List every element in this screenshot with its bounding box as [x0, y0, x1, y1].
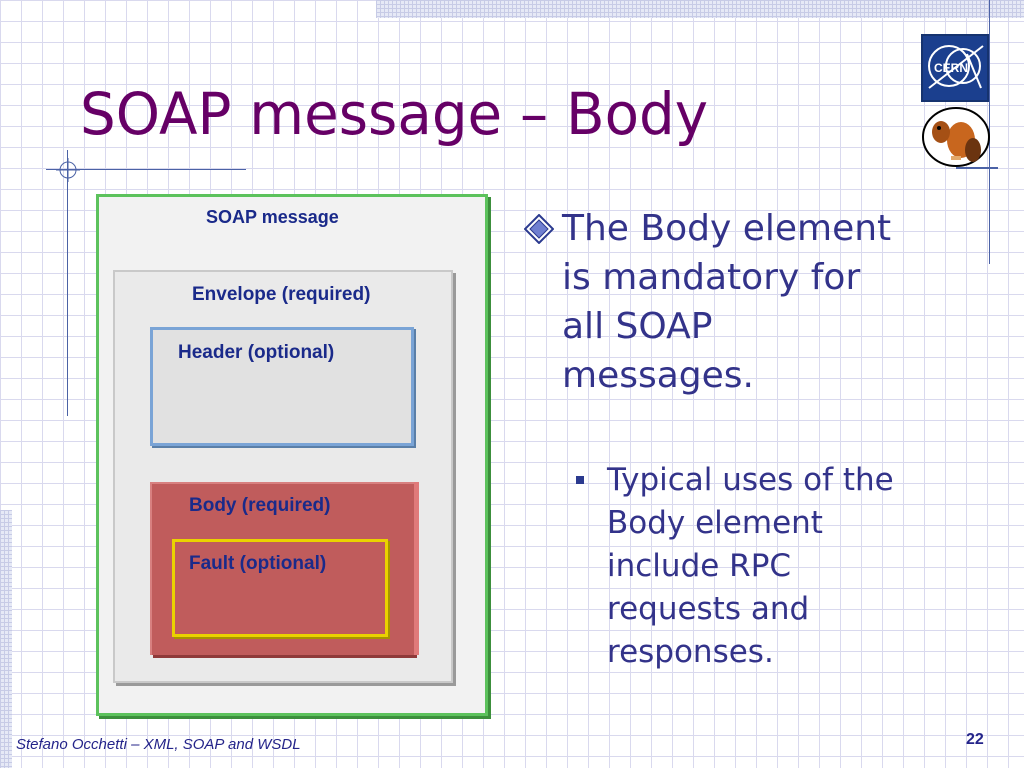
- left-vertical-rule: [67, 150, 68, 416]
- page-number: 22: [966, 731, 984, 748]
- crosshair-icon: [56, 158, 80, 182]
- main-bullet-text: The Body element is mandatory for all SO…: [562, 208, 892, 396]
- decorative-top-strip: [376, 0, 1024, 18]
- fault-label: Fault (optional): [189, 553, 327, 574]
- title-underline: [46, 169, 246, 170]
- beaver-logo-icon: [922, 107, 990, 167]
- logo-underline: [956, 167, 998, 169]
- sub-bullet-text: Typical uses of the Body element include…: [607, 462, 894, 670]
- body-label: Body (required): [189, 495, 331, 516]
- square-bullet-icon: [576, 476, 584, 484]
- soap-message-label: SOAP message: [206, 207, 339, 227]
- footer-text: Stefano Occhetti – XML, SOAP and WSDL: [16, 736, 301, 753]
- envelope-label: Envelope (required): [192, 284, 371, 305]
- header-label: Header (optional): [178, 342, 335, 363]
- cern-logo-text: CERN: [934, 61, 968, 75]
- header-box: [150, 327, 414, 446]
- diamond-bullet-icon: [524, 214, 554, 244]
- cern-logo-icon: CERN: [921, 34, 989, 102]
- slide-title: SOAP message – Body: [80, 80, 709, 148]
- decorative-left-strip: [0, 510, 12, 768]
- fault-box: [172, 539, 388, 637]
